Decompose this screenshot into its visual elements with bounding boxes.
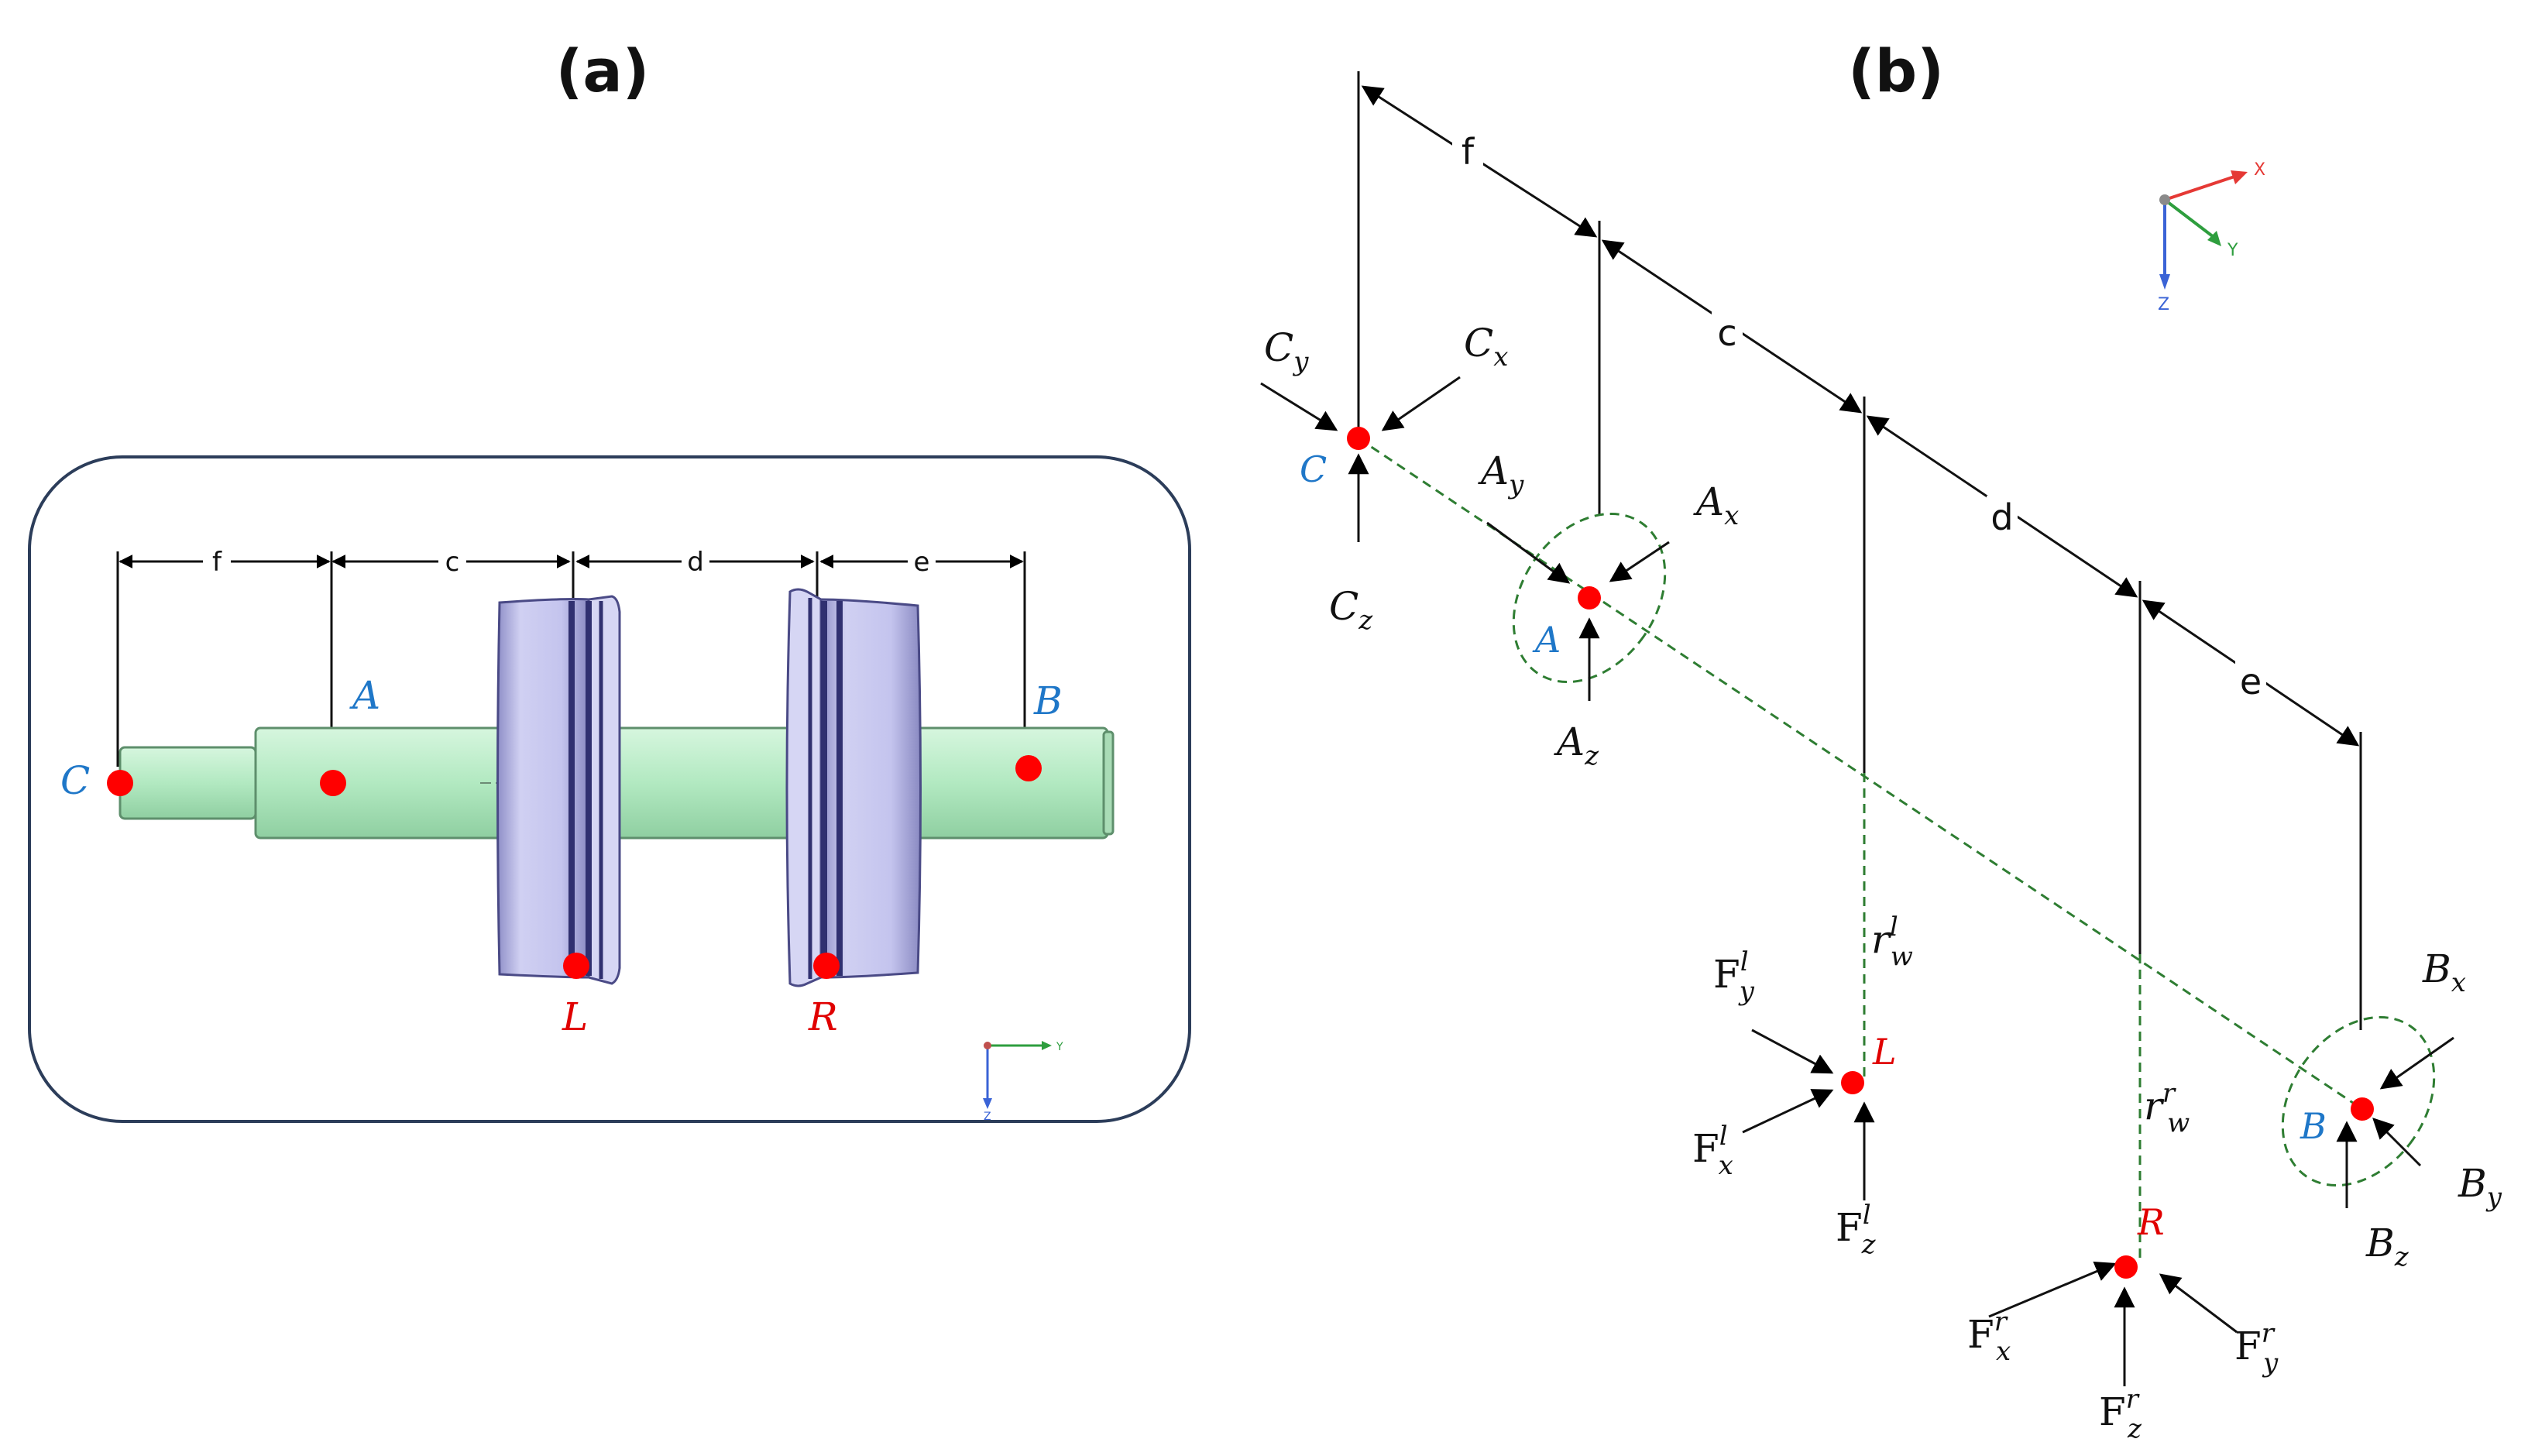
- panel-a: (a) f c d e: [28, 36, 1191, 1123]
- point-A-b: [1578, 586, 1601, 610]
- force-By: By: [2458, 1161, 2502, 1213]
- point-R-b: [2114, 1255, 2138, 1279]
- point-A-a: [320, 770, 346, 796]
- dim-b-d-label: d: [1990, 496, 2013, 538]
- force-Az: Az: [1554, 719, 1599, 771]
- panel-b-axis-triad: X Y Z: [2158, 160, 2265, 314]
- panel-b: (b) f c d e: [1260, 36, 2502, 1444]
- label-C-a: C: [60, 758, 90, 803]
- left-wheel: [496, 595, 621, 985]
- label-R-b: R: [2137, 1201, 2165, 1243]
- force-Cz: Cz: [1329, 584, 1373, 636]
- force-Bx: Bx: [2422, 946, 2466, 998]
- panel-b-dimension-chain: [1357, 71, 2362, 1030]
- point-L-b: [1841, 1071, 1864, 1094]
- label-A-a: A: [349, 673, 380, 718]
- panel-b-point-labels: C A B L R: [1300, 448, 2327, 1243]
- panel-a-label: (a): [556, 36, 650, 105]
- triad-a-y-label: Y: [1056, 1041, 1063, 1053]
- panel-b-points: [1347, 427, 2374, 1279]
- force-Cx: Cx: [1464, 321, 1508, 373]
- triad-b-z-label: Z: [2158, 295, 2169, 314]
- point-C-b: [1347, 427, 1370, 450]
- triad-a-z-label: Z: [984, 1111, 991, 1123]
- point-B-b: [2351, 1097, 2374, 1121]
- panel-a-point-labels: C A B L R: [60, 673, 1063, 1039]
- dim-b-c-label: c: [1717, 312, 1736, 354]
- panel-b-label: (b): [1848, 36, 1944, 105]
- label-B-b: B: [2300, 1105, 2327, 1147]
- panel-a-points: [107, 755, 1042, 979]
- dim-f-label: f: [212, 547, 222, 578]
- panel-b-dimension-labels: f c d e: [1452, 130, 2266, 702]
- point-C-a: [107, 770, 133, 796]
- bearing-B-ellipse: [2281, 1015, 2436, 1187]
- force-Ax: Ax: [1693, 479, 1739, 531]
- label-L-a: L: [562, 994, 588, 1039]
- right-wheel: [785, 588, 922, 987]
- force-Ay: Ay: [1478, 448, 1524, 500]
- panel-b-force-labels: Cy Cx Cz Ay Ax Az Bx By: [1264, 321, 2502, 1444]
- label-L-b: L: [1872, 1031, 1897, 1073]
- dim-b-e-label: e: [2240, 661, 2262, 702]
- panel-b-axle-line: [1358, 437, 2436, 1261]
- panel-b-force-arrows: [1260, 376, 2454, 1386]
- triad-b-x-label: X: [2254, 160, 2265, 180]
- panel-a-axis-triad: Y Z: [983, 1041, 1063, 1123]
- label-R-a: R: [808, 994, 838, 1039]
- point-B-a: [1015, 755, 1042, 781]
- dim-b-f-label: f: [1462, 131, 1475, 173]
- point-R-a: [813, 953, 840, 979]
- panel-a-dimension-labels: f c d e: [203, 546, 936, 578]
- bearing-A-ellipse: [1512, 512, 1667, 684]
- force-Cy: Cy: [1264, 325, 1309, 377]
- dim-e-label: e: [914, 547, 930, 578]
- label-B-a: B: [1033, 678, 1063, 723]
- label-C-b: C: [1300, 448, 1327, 490]
- dim-c-label: c: [445, 547, 460, 578]
- label-A-b: A: [1532, 619, 1561, 661]
- triad-b-y-label: Y: [2227, 241, 2238, 260]
- dim-d-label: d: [687, 547, 704, 578]
- point-L-a: [563, 953, 589, 979]
- force-Bz: Bz: [2365, 1221, 2410, 1272]
